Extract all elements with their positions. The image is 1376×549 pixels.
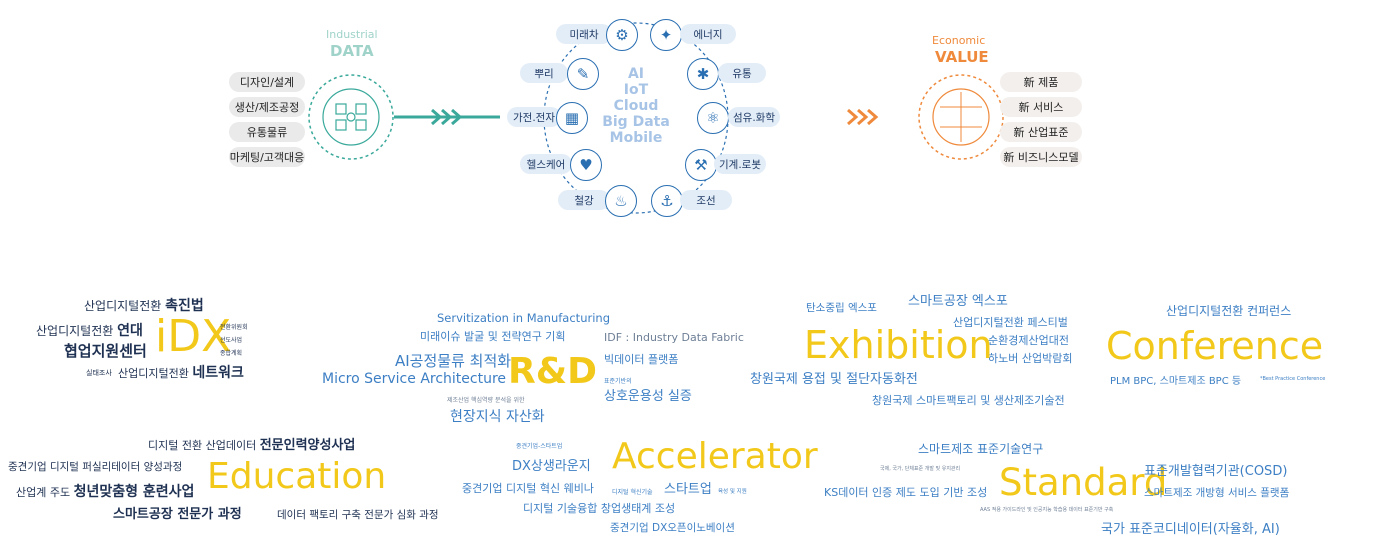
sector-pill: 미래차 <box>556 24 612 44</box>
network-icon: ✱ <box>687 58 719 90</box>
flow-graphics <box>308 22 1004 214</box>
conference-line: PLM BPC, 스마트제조 BPC 등 <box>1110 376 1242 387</box>
education-line: 중견기업 디지털 퍼실리테이터 양성과정 <box>8 461 183 473</box>
sector-pill: 철강 <box>558 190 610 210</box>
education-keyword: Education <box>207 456 387 497</box>
industrial-title: Industrial <box>326 28 378 41</box>
exhibition-line: 스마트공장 엑스포 <box>908 294 1008 309</box>
rd-line: 현장지식 자산화 <box>450 409 545 425</box>
molecule-icon: ⚛ <box>697 102 729 134</box>
sector-pill: 에너지 <box>680 24 736 44</box>
rd-keyword: R&D <box>508 351 597 392</box>
accelerator-line: DX상생라운지 <box>512 459 591 474</box>
exhibition-line: 탄소중립 엑스포 <box>806 302 877 314</box>
accelerator-line: 스타트업 <box>664 482 712 497</box>
tool-icon: ✎ <box>567 58 599 90</box>
industrial-circle <box>308 74 394 160</box>
accelerator-line: 중견기업-스타트업 <box>516 443 563 450</box>
industrial-data-title: DATA <box>330 42 374 60</box>
car-icon: ⚙ <box>606 19 638 51</box>
rd-line: 제조산업 핵심역량 분석을 위한 <box>447 397 525 404</box>
rd-line: AI공정물류 최적화 <box>395 352 512 370</box>
economic-item: 新 산업표준 <box>1000 122 1082 142</box>
accelerator-line: 중견기업 디지털 혁신 웨비나 <box>462 482 594 495</box>
economic-item: 新 비즈니스모델 <box>1000 147 1082 167</box>
idx-line: 산업디지털전환 촉진법 <box>84 298 204 314</box>
sector-pill: 기계.로봇 <box>714 154 766 174</box>
rd-line: Micro Service Architecture <box>322 371 507 387</box>
standard-line: 표준개발협력기관(COSD) <box>1144 464 1288 479</box>
chip-icon: ▦ <box>556 102 588 134</box>
sector-pill: 가전.전자 <box>507 107 561 127</box>
tech-label: IoT <box>623 82 649 98</box>
tech-label: Big Data <box>602 114 670 130</box>
exhibition-line: 순환경제산업대전 <box>988 334 1069 347</box>
exhibition-line: 하노버 산업박람회 <box>988 352 1073 365</box>
sector-pill: 뿌리 <box>520 63 568 83</box>
rd-line: 미래이슈 발굴 및 전략연구 기획 <box>420 330 566 343</box>
rd-line: 상호운용성 실증 <box>604 389 692 404</box>
industrial-item: 디자인/설계 <box>229 72 305 92</box>
sector-pill: 헬스케어 <box>520 154 572 174</box>
robot-arm-icon: ⚒ <box>685 149 717 181</box>
economic-circle <box>918 74 1004 160</box>
accelerator-line: 중견기업 DX오픈이노베이션 <box>610 522 735 534</box>
health-icon: ♥ <box>570 149 602 181</box>
tech-label: Mobile <box>609 130 663 146</box>
economic-item: 新 서비스 <box>1000 97 1082 117</box>
standard-line: 스마트제조 개방형 서비스 플랫폼 <box>1144 487 1290 499</box>
accelerator-line: 디지털 혁신기술 <box>612 489 653 496</box>
factory-icon <box>322 88 380 146</box>
bulb-icon: ✦ <box>650 19 682 51</box>
education-line: 디지털 전환 산업데이터 전문인력양성사업 <box>148 438 356 453</box>
exhibition-line: 창원국제 용접 및 절단자동화전 <box>750 372 918 387</box>
economic-title: Economic <box>932 34 986 47</box>
economic-item: 新 제품 <box>1000 72 1082 92</box>
tech-label: AI <box>627 66 645 82</box>
conference-line: *Best Practice Conference <box>1260 376 1326 382</box>
rd-line: 표준기반의 <box>604 378 632 385</box>
tech-list: AI IoT Cloud Big Data Mobile <box>598 66 674 146</box>
idx-line: 산업디지털전환 네트워크 <box>118 365 244 381</box>
exhibition-keyword: Exhibition <box>804 323 993 367</box>
industrial-item: 생산/제조공정 <box>229 97 305 117</box>
tech-label: Cloud <box>613 98 659 114</box>
steel-icon: ♨ <box>605 185 637 217</box>
idx-line: 산업디지털전환 연대 <box>36 323 143 339</box>
ship-icon: ⚓ <box>651 185 683 217</box>
rd-line: IDF : Industry Data Fabric <box>604 331 744 344</box>
sector-pill: 조선 <box>680 190 732 210</box>
standard-line: KS데이터 인증 제도 도입 기반 조성 <box>824 486 988 499</box>
standard-line: 국제, 국가, 단체표준 개발 및 유지관리 <box>880 466 961 472</box>
standard-keyword: Standard <box>999 461 1168 504</box>
education-line: 스마트공장 전문가 과정 <box>113 507 242 522</box>
rd-line: 빅데이터 플랫폼 <box>604 353 679 366</box>
education-line: 데이터 팩토리 구축 전문가 심화 과정 <box>277 509 439 521</box>
idx-line: 협업지원센터 <box>64 342 147 360</box>
conference-keyword: Conference <box>1106 324 1324 368</box>
accelerator-line: 디지털 기술융합 창업생태계 조성 <box>523 502 676 515</box>
standard-line: AAS 적용 가이드라인 및 인공지능 학습용 데이터 표준기반 구축 <box>980 507 1114 513</box>
brain-icon <box>932 88 990 146</box>
sector-pill: 유통 <box>718 63 766 83</box>
industrial-item: 유통물류 <box>229 122 305 142</box>
idx-keyword: iDX <box>155 311 232 362</box>
exhibition-line: 창원국제 스마트팩토리 및 생산제조기술전 <box>872 394 1065 407</box>
sector-pill: 섬유.화학 <box>728 107 780 127</box>
exhibition-line: 산업디지털전환 페스티벌 <box>953 316 1068 329</box>
industrial-item: 마케팅/고객대응 <box>229 147 305 167</box>
accelerator-line: 육성 및 지원 <box>718 489 747 495</box>
standard-line: 스마트제조 표준기술연구 <box>918 442 1044 456</box>
conference-line: 산업디지털전환 컨퍼런스 <box>1166 304 1292 318</box>
accelerator-keyword: Accelerator <box>612 436 818 477</box>
idx-line: 실태조사 <box>86 369 112 377</box>
education-line: 산업계 주도 청년맞춤형 훈련사업 <box>16 484 195 500</box>
economic-value-title: VALUE <box>935 48 989 66</box>
standard-line: 국가 표준코디네이터(자율화, AI) <box>1101 522 1280 537</box>
rd-line: Servitization in Manufacturing <box>437 311 610 325</box>
